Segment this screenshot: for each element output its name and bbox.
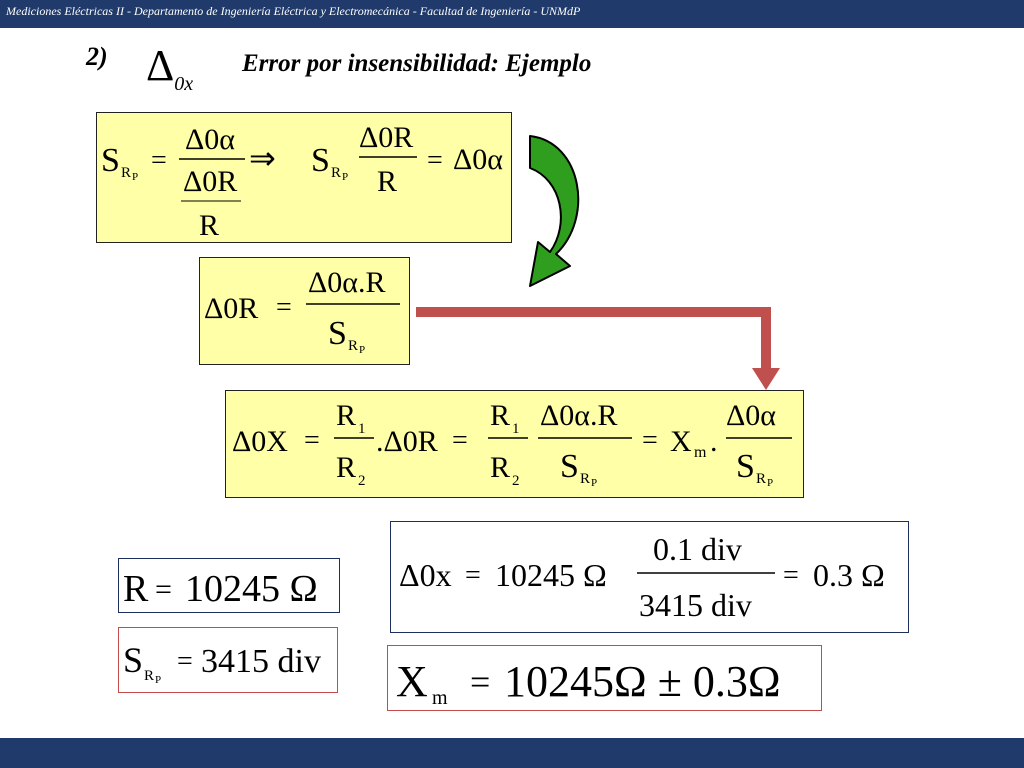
math-text: Δ0α [453, 143, 503, 176]
math-text: R [490, 451, 510, 484]
math-text: 0.1 div [653, 531, 742, 567]
delta-r-box: Δ0R = Δ0α.R S R P [199, 257, 410, 365]
math-text: = [151, 145, 167, 176]
math-text: Δ0α.R [308, 266, 386, 299]
math-text: R [756, 471, 766, 487]
math-text: m [432, 687, 448, 709]
delta-symbol: Δ0x [146, 41, 194, 95]
header-bar: Mediciones Eléctricas II - Departamento … [0, 0, 1024, 28]
math-text: P [342, 171, 348, 183]
math-text: P [132, 171, 138, 183]
math-text: 10245Ω ± 0.3Ω [504, 657, 781, 706]
math-text: S [123, 640, 143, 680]
math-text: 2 [358, 473, 366, 489]
resistance-value-box: R = 10245 Ω [118, 558, 340, 613]
math-text: X [670, 425, 692, 458]
math-text: m [694, 444, 707, 461]
math-text: S [560, 448, 579, 485]
sensitivity-value-equation: S R P = 3415 div [123, 640, 321, 686]
math-text: X [396, 657, 428, 706]
sensitivity-definition-box: S R P = Δ0α Δ0R R ⇒ S R P Δ0R R = Δ0α [96, 112, 512, 243]
math-text: ⇒ [249, 140, 276, 176]
calculation-box: Δ0x = 10245 Ω 0.1 div 3415 div = 0.3 Ω [390, 521, 909, 633]
math-text: R [331, 165, 341, 181]
math-text: R [348, 338, 358, 354]
math-text: . [710, 425, 718, 458]
math-text: 0.3 Ω [813, 557, 885, 593]
math-text: = [177, 646, 193, 677]
delta-x-equation: Δ0X = R 1 R 2 .Δ0R = R 1 R 2 Δ0α.R S R P… [232, 399, 792, 489]
math-text: R [123, 568, 149, 610]
sensitivity-value-box: S R P = 3415 div [118, 627, 338, 693]
math-text: P [155, 674, 161, 686]
math-text: R [580, 471, 590, 487]
math-text: = [452, 425, 468, 456]
math-text: 10245 Ω [185, 568, 318, 610]
math-text: = [642, 425, 658, 456]
math-text: .Δ0R [376, 425, 438, 458]
math-text: = [155, 573, 172, 606]
math-text: R [377, 165, 397, 198]
delta-r-equation: Δ0R = Δ0α.R S R P [204, 266, 400, 356]
math-text: R [144, 668, 154, 684]
math-text: S [328, 315, 347, 352]
footer-bar [0, 738, 1024, 768]
math-text: Δ0R [359, 121, 413, 154]
math-text: R [199, 209, 219, 242]
math-text: Δ0α [185, 123, 235, 156]
sensitivity-definition-equation: S R P = Δ0α Δ0R R ⇒ S R P Δ0R R = Δ0α [101, 121, 503, 242]
final-result-box: X m = 10245Ω ± 0.3Ω [387, 645, 822, 711]
delta-x-box: Δ0X = R 1 R 2 .Δ0R = R 1 R 2 Δ0α.R S R P… [225, 390, 804, 498]
math-text: Δ0R [204, 292, 258, 325]
math-text: S [736, 448, 755, 485]
math-text: S [311, 142, 330, 179]
math-text: Δ0α.R [540, 399, 618, 432]
math-text: 1 [358, 421, 366, 437]
math-text: R [490, 399, 510, 432]
math-text: 10245 Ω [495, 557, 607, 593]
math-text: = [427, 145, 443, 176]
math-text: = [304, 425, 320, 456]
math-text: Δ0x [399, 557, 452, 593]
resistance-value-equation: R = 10245 Ω [123, 568, 318, 610]
math-text: 1 [512, 421, 520, 437]
math-text: Δ0X [232, 425, 288, 458]
slide-title: Error por insensibilidad: Ejemplo [242, 50, 592, 77]
math-text: = [783, 560, 799, 591]
math-text: Δ0α [726, 399, 776, 432]
calculation-equation: Δ0x = 10245 Ω 0.1 div 3415 div = 0.3 Ω [399, 531, 885, 623]
math-text: 3415 div [201, 643, 321, 680]
math-text: R [336, 451, 356, 484]
math-text: P [767, 477, 773, 489]
header-text: Mediciones Eléctricas II - Departamento … [6, 4, 581, 18]
math-text: 3415 div [639, 587, 752, 623]
connector-arrow-icon [416, 307, 780, 390]
math-text: Δ0R [183, 165, 237, 198]
math-text: = [470, 662, 490, 702]
math-text: P [359, 344, 365, 356]
slide-number: 2) [86, 42, 108, 71]
math-text: 2 [512, 473, 520, 489]
math-text: = [276, 292, 292, 323]
math-text: R [336, 399, 356, 432]
math-text: P [591, 477, 597, 489]
math-text: S [101, 142, 120, 179]
math-text: R [121, 165, 131, 181]
curved-arrow-icon [529, 135, 580, 287]
math-text: = [465, 560, 481, 591]
final-result-equation: X m = 10245Ω ± 0.3Ω [396, 657, 781, 709]
